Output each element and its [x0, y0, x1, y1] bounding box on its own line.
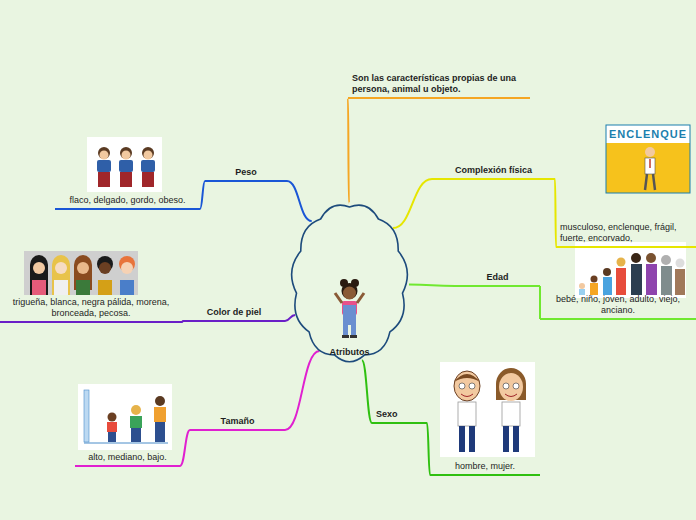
branch-line: [287, 181, 312, 221]
sex-picture: [440, 362, 535, 457]
branch-topic: Sexo: [372, 408, 427, 424]
age-picture: [575, 242, 686, 298]
weight-picture: [87, 137, 162, 192]
branch-topic: Color de piel: [183, 306, 285, 322]
branch-topic: Tamaño: [190, 415, 285, 431]
branch-line: [200, 181, 205, 209]
topic-text: Edad: [459, 272, 536, 283]
topic-text: Sexo: [376, 409, 423, 420]
branch-leaf: flaco, delgado, gordo, obeso.: [55, 194, 200, 210]
central-cloud: Atributos: [287, 195, 412, 370]
leaf-text: hombre, mujer.: [434, 461, 536, 472]
picture-caption: ENCLENQUE: [606, 128, 690, 140]
leaf-text: alto, mediano, bajo.: [79, 452, 176, 463]
cloud-outline: [287, 195, 412, 370]
leaf-text: bebé, niño, joven, adulto, viejo, ancian…: [544, 294, 692, 316]
topic-text: Complexión física: [436, 165, 551, 176]
topic-text: Color de piel: [187, 307, 281, 318]
branch-line: [285, 351, 320, 430]
skin-colour-picture: [24, 251, 138, 295]
cloud-shape: [292, 205, 408, 362]
topic-text: Peso: [209, 167, 283, 178]
branch-topic: Son las características propias de una p…: [348, 72, 530, 99]
height-picture: [78, 384, 172, 450]
branch-leaf: trigueña, blanca, negra pálida, morena, …: [0, 296, 182, 323]
branch-line: [393, 179, 432, 228]
weak-person-picture: [606, 125, 690, 193]
branch-topic: Peso: [205, 166, 287, 182]
topic-text: Tamaño: [194, 416, 281, 427]
branch-line: [285, 315, 295, 321]
branch-leaf: alto, mediano, bajo.: [75, 451, 180, 467]
leaf-text: trigueña, blanca, negra pálida, morena, …: [4, 297, 178, 319]
branch-leaf: hombre, mujer.: [430, 460, 540, 476]
branch-leaf: musculoso, enclenque, frágil, fuerte, en…: [556, 221, 696, 248]
child-figure: [335, 279, 364, 338]
central-title: Atributos: [287, 347, 412, 358]
leaf-text: flaco, delgado, gordo, obeso.: [59, 195, 196, 206]
branch-topic: Complexión física: [432, 164, 555, 180]
leaf-text: musculoso, enclenque, frágil, fuerte, en…: [560, 222, 692, 244]
branch-line: [180, 430, 190, 466]
branch-leaf: bebé, niño, joven, adulto, viejo, ancian…: [540, 293, 696, 320]
branch-line: [409, 285, 455, 287]
topic-text: Son las características propias de una p…: [352, 73, 526, 95]
branch-topic: Edad: [455, 271, 540, 287]
branch-line: [362, 360, 372, 423]
branch-line: [347, 98, 350, 203]
